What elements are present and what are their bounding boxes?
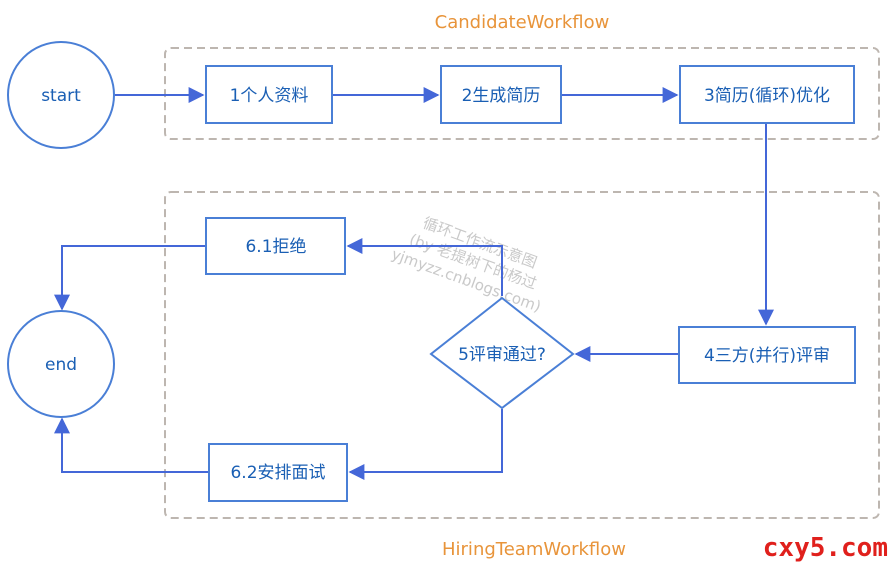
node-end-label: end (45, 355, 77, 375)
node-interview[interactable]: 6.2安排面试 (208, 443, 348, 502)
hiring-team-workflow-group (164, 191, 880, 519)
node-reject[interactable]: 6.1拒绝 (205, 217, 346, 275)
node-profile[interactable]: 1个人资料 (205, 65, 333, 124)
node-end[interactable]: end (7, 310, 115, 418)
node-review[interactable]: 4三方(并行)评审 (678, 326, 856, 384)
node-optimize-label: 3简历(循环)优化 (704, 86, 830, 106)
watermark: 循环工作流示意图 (by 老提树下的杨过 yjmyzz.cnblogs.com) (389, 214, 543, 316)
node-start-label: start (41, 86, 81, 106)
edge-reject-to-end (54, 245, 206, 311)
node-start[interactable]: start (7, 41, 115, 149)
edge-interview-to-end (54, 417, 208, 473)
edge-decision-to-reject (346, 238, 503, 296)
node-reject-label: 6.1拒绝 (245, 237, 306, 257)
edge-decision-to-interview (348, 409, 503, 480)
node-optimize[interactable]: 3简历(循环)优化 (679, 65, 855, 124)
node-review-label: 4三方(并行)评审 (704, 346, 830, 366)
hiring-team-workflow-label: HiringTeamWorkflow (442, 539, 626, 560)
node-generate[interactable]: 2生成简历 (440, 65, 562, 124)
node-decision[interactable]: 5评审通过? (429, 296, 575, 410)
brand-logo: cxy5.com (763, 533, 888, 563)
edges (54, 87, 774, 480)
node-generate-label: 2生成简历 (462, 86, 541, 106)
candidate-workflow-label: CandidateWorkflow (435, 12, 610, 33)
node-interview-label: 6.2安排面试 (230, 463, 325, 483)
node-decision-label: 5评审通过? (458, 345, 546, 365)
node-profile-label: 1个人资料 (230, 86, 309, 106)
candidate-workflow-group (164, 47, 880, 140)
